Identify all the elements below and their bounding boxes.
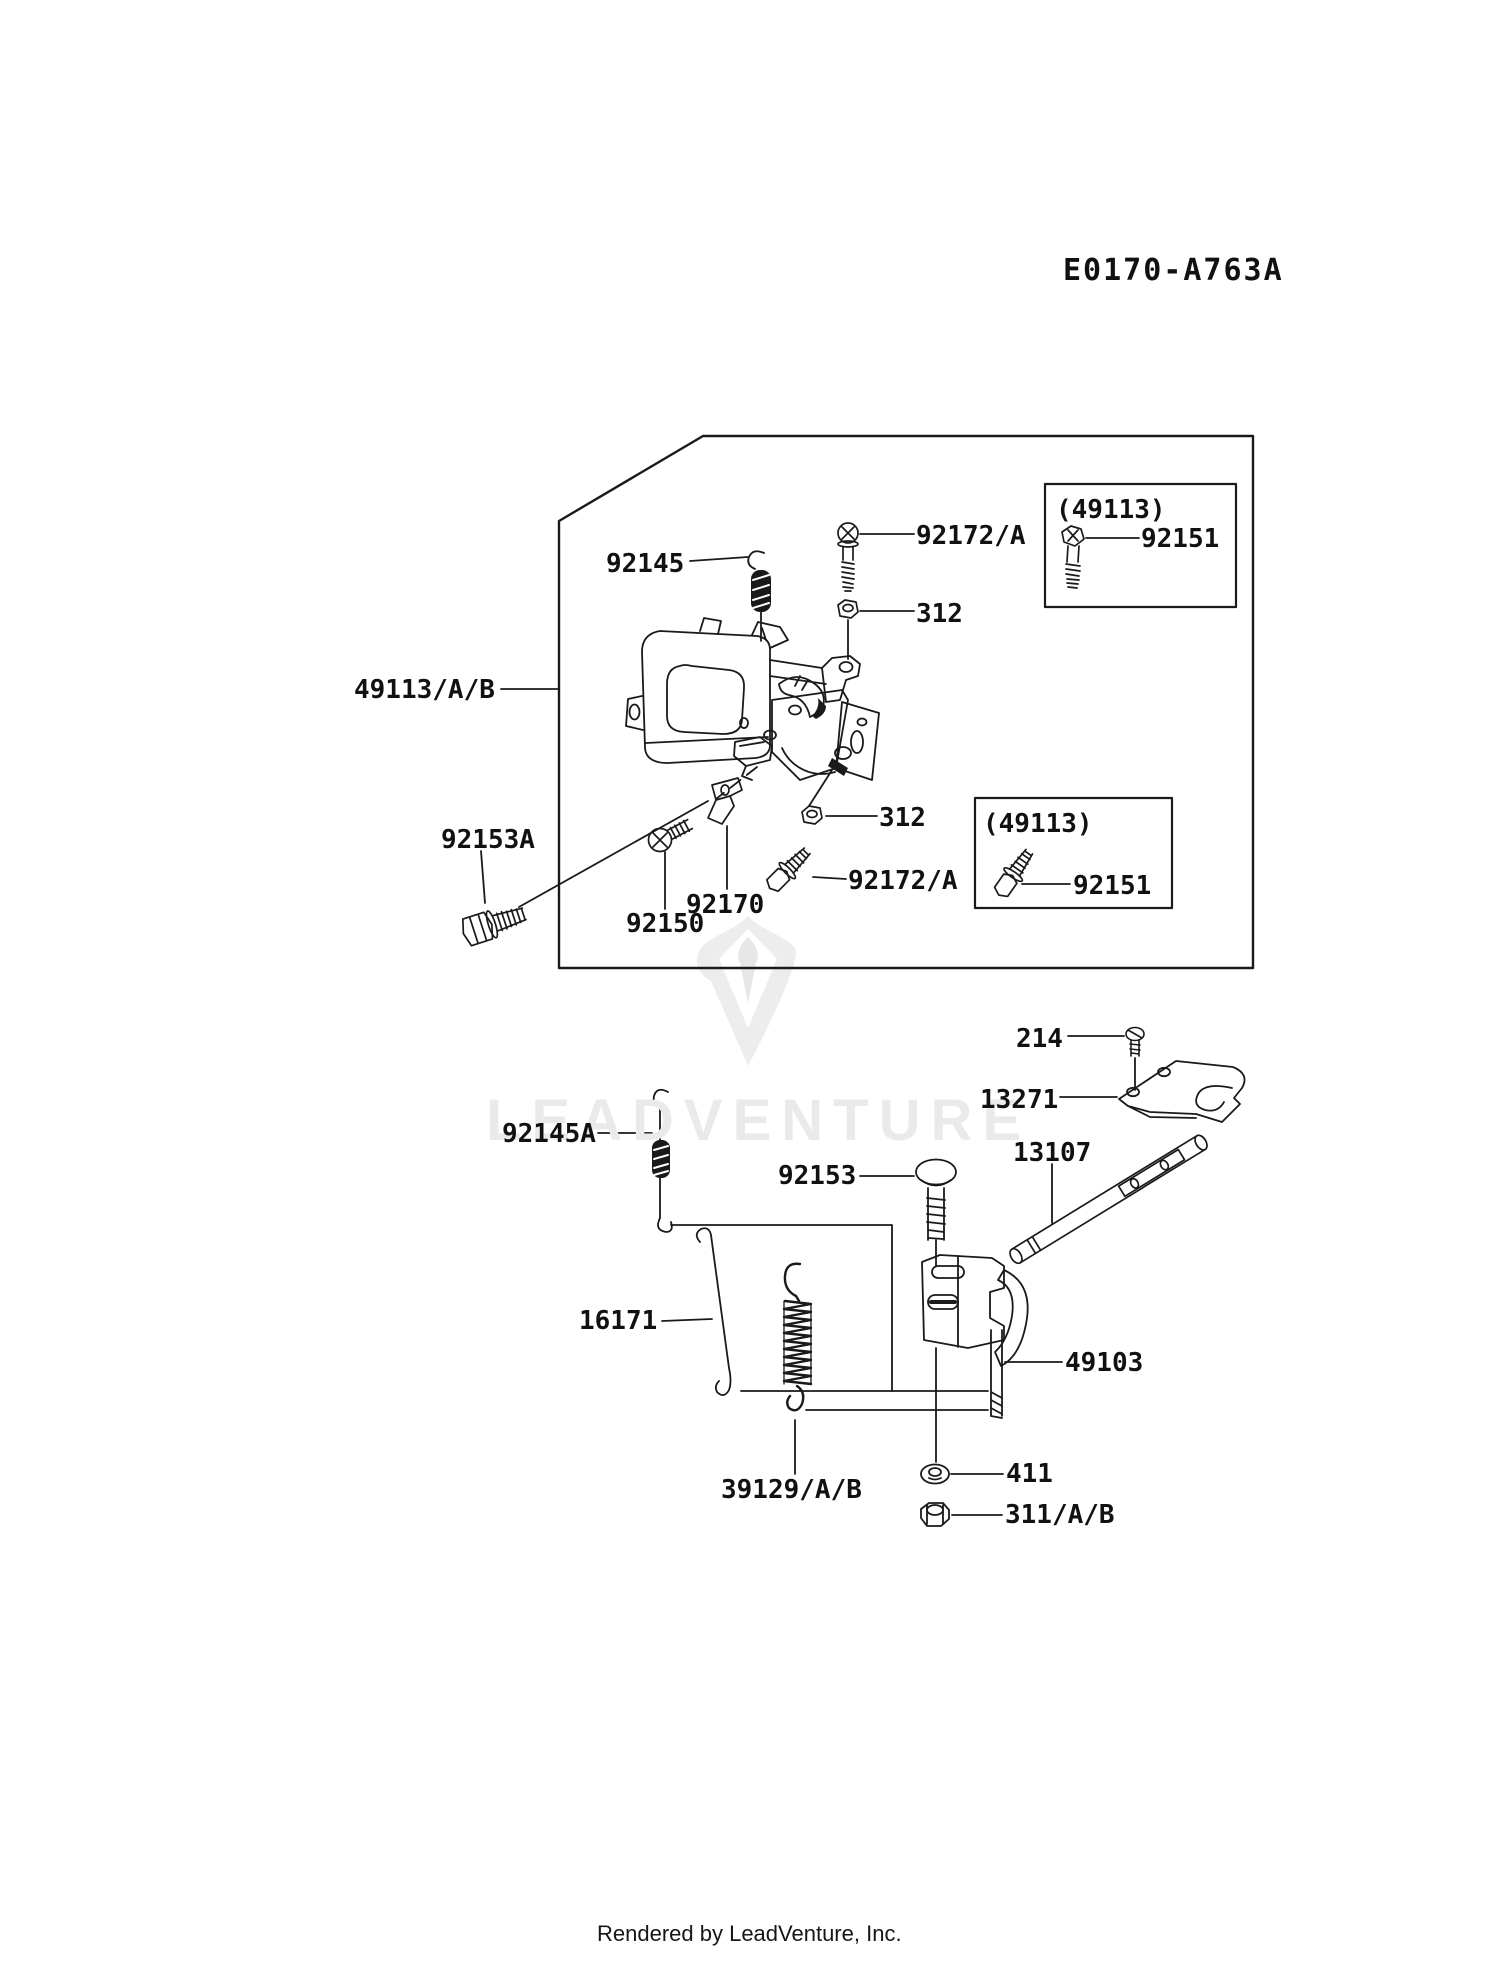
leader-92145 (689, 556, 749, 562)
part-label-49103: 49103 (1065, 1348, 1144, 1378)
part-label-16171: 16171 (579, 1306, 658, 1336)
part-label-92172-A: 92172/A (916, 521, 1026, 551)
screw-214-drawing (1125, 1026, 1145, 1057)
spring-39129-drawing (782, 1262, 813, 1412)
part-label-92145A: 92145A (502, 1119, 596, 1149)
part-label-13271: 13271 (980, 1085, 1059, 1115)
spring-92145a-drawing (652, 1088, 893, 1392)
part-label-92150: 92150 (626, 909, 705, 939)
lever-49103-drawing (921, 1254, 1029, 1419)
plate-13271-drawing (1118, 1060, 1246, 1123)
bolt-92172a-lower-drawing (766, 847, 811, 892)
part-label-92153A: 92153A (441, 825, 535, 855)
inset-box-1 (1043, 482, 1238, 609)
part-label-92172-A: 92172/A (848, 866, 958, 896)
link-rods-drawing (740, 1390, 989, 1411)
page-title: E0170-A763A (1063, 253, 1284, 288)
watermark-flame-icon (696, 916, 796, 1066)
nut-311-drawing (920, 1502, 950, 1527)
part-label-92170: 92170 (686, 890, 765, 920)
bolt-92151-inset2-drawing (993, 848, 1034, 898)
nut-312-top-drawing (837, 599, 859, 619)
clamp-92170-drawing (707, 777, 743, 825)
part-label-92151: 92151 (1141, 524, 1220, 554)
inset-box-2 (973, 796, 1174, 910)
part-label-49113-A-B: 49113/A/B (354, 675, 495, 705)
part-label-312: 312 (916, 599, 963, 629)
bracket-49113-drawing (625, 617, 880, 800)
part-label-411: 411 (1006, 1459, 1053, 1489)
watermark-text: LEADVENTURE (486, 1088, 1032, 1153)
bolt-92172a-top-drawing (837, 522, 859, 592)
outer-box (557, 434, 1255, 970)
leader-92153a (480, 850, 486, 904)
part-label--49113-: (49113) (983, 809, 1093, 839)
part-label-214: 214 (1016, 1024, 1063, 1054)
screw-92150-drawing (647, 818, 694, 853)
nut-312-lower-drawing (801, 805, 823, 825)
part-label-311-A-B: 311/A/B (1005, 1500, 1115, 1530)
leader-16171 (661, 1318, 713, 1322)
part-label-92145: 92145 (606, 549, 685, 579)
leader-92153a-diagonal (518, 800, 709, 908)
part-label--49113-: (49113) (1056, 495, 1166, 525)
leader-lines (480, 533, 1140, 1516)
washer-411-drawing (920, 1463, 950, 1485)
bolt-92151-inset1-drawing (1061, 525, 1085, 589)
part-label-312: 312 (879, 803, 926, 833)
footer-text: Rendered by LeadVenture, Inc. (597, 1921, 902, 1946)
rod-13107-drawing (1009, 1134, 1208, 1265)
bolt-92153a-drawing (461, 907, 527, 947)
part-label-92153: 92153 (778, 1161, 857, 1191)
leader-nut312-up (808, 769, 833, 807)
part-label-13107: 13107 (1013, 1138, 1092, 1168)
spring-92145-drawing (747, 550, 771, 642)
part-label-39129-A-B: 39129/A/B (721, 1475, 862, 1505)
leader-92172a-lower (812, 876, 847, 880)
wire-16171-drawing (695, 1227, 732, 1396)
part-label-92151: 92151 (1073, 871, 1152, 901)
bolt-92153-drawing (915, 1158, 957, 1463)
